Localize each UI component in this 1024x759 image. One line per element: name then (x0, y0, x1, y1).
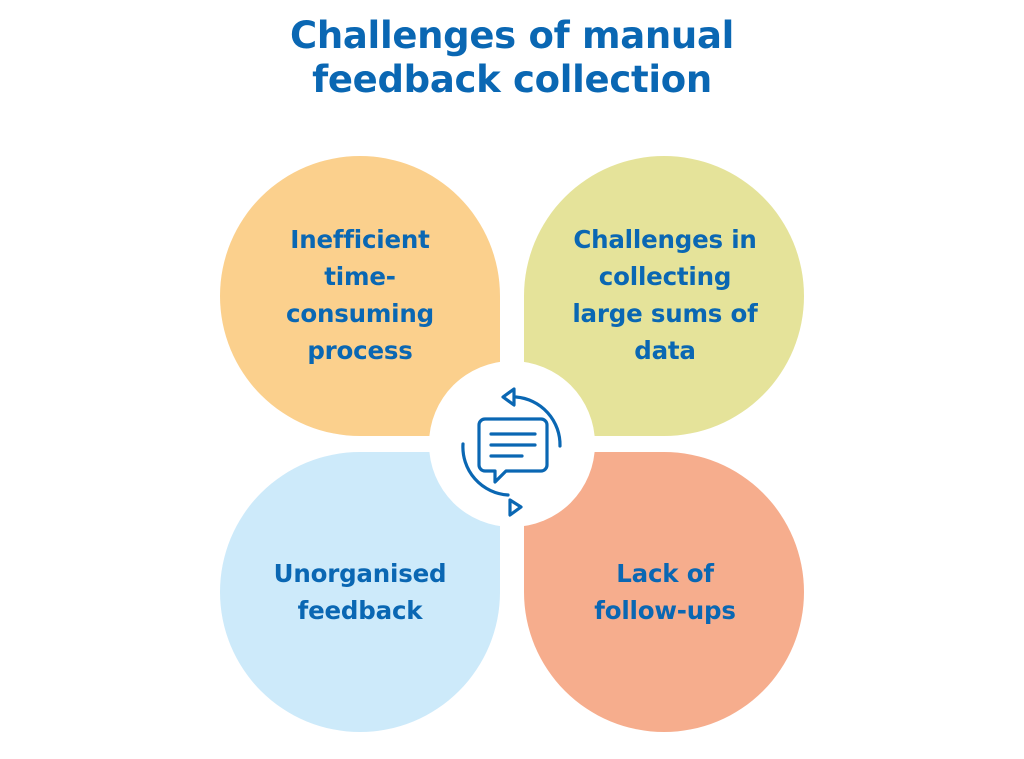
petal-bottom-right (524, 452, 804, 732)
petal-line: Lack of (616, 559, 714, 588)
petal-line: collecting (598, 262, 732, 291)
cycle-arc-top (514, 395, 562, 448)
arrow-head-top (501, 387, 516, 407)
petal-line: Unorganised (273, 559, 447, 588)
petal-line: large sums of (572, 299, 758, 328)
title-line-1: Challenges of manual (290, 14, 734, 57)
petal-top-right-text: Challenges in collecting large sums of d… (550, 221, 780, 369)
petal-line: follow-ups (594, 596, 736, 625)
petal-line: time- (324, 262, 396, 291)
petal-top-right (524, 156, 804, 436)
petal-bottom-left (220, 452, 500, 732)
petal-top-left (220, 156, 500, 436)
feedback-cycle-icon (461, 387, 562, 517)
title-line-2: feedback collection (312, 58, 712, 101)
diagram-title: Challenges of manual feedback collection (0, 14, 1024, 102)
petal-bottom-left-text: Unorganised feedback (245, 555, 475, 629)
petal-line: feedback (297, 596, 423, 625)
petal-top-left-text: Inefficient time- consuming process (245, 221, 475, 369)
petal-line: process (307, 336, 413, 365)
cycle-arc-bottom (461, 442, 510, 497)
petal-line: Challenges in (573, 225, 757, 254)
petal-line: consuming (286, 299, 434, 328)
petal-line: data (634, 336, 696, 365)
arrow-head-bottom (508, 498, 523, 517)
petal-bottom-right-text: Lack of follow-ups (550, 555, 780, 629)
petal-line: Inefficient (290, 225, 430, 254)
chat-bubble (477, 417, 549, 484)
